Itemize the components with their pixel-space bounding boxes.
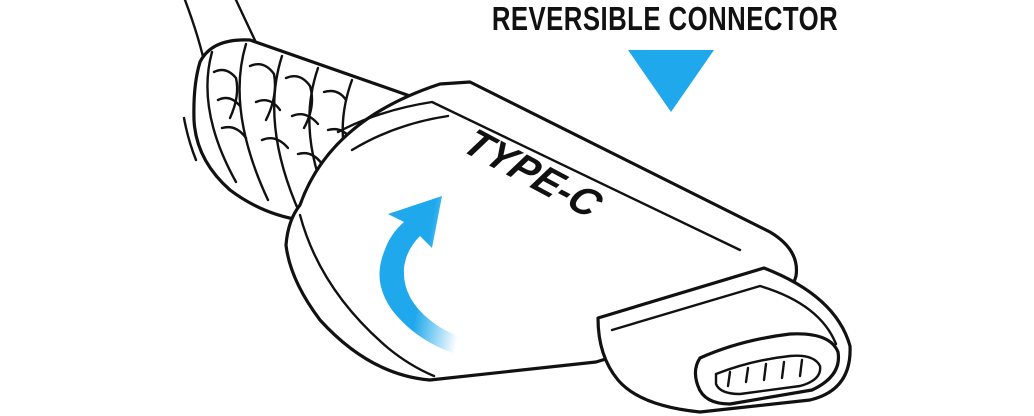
metal-plug bbox=[596, 266, 852, 414]
down-triangle-icon bbox=[628, 50, 714, 112]
heading-label: REVERSIBLE CONNECTOR bbox=[492, 1, 838, 38]
strain-relief-boot bbox=[192, 38, 412, 222]
curved-arrow-icon bbox=[379, 196, 474, 358]
